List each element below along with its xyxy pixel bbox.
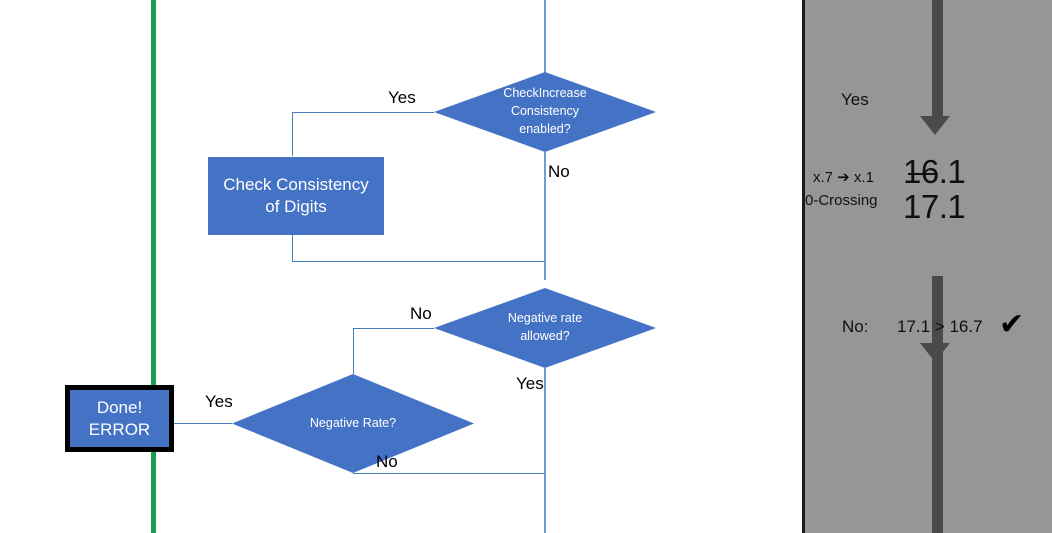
diamond-shape	[434, 288, 656, 368]
process-line-1: Check Consistency	[223, 175, 369, 195]
connector-negative-allowed-no-vertical	[353, 328, 354, 374]
diamond-shape	[434, 72, 656, 152]
edge-label-negative-allowed-no: No	[410, 304, 432, 323]
connector-negative-allowed-yes-spine	[544, 368, 546, 533]
edge-label-negative-rate-no: No	[376, 452, 398, 471]
panel-value-struck-text: 16.1	[903, 153, 966, 190]
connector-check-increase-yes-horizontal	[292, 112, 434, 113]
terminator-done-error[interactable]: Done! ERROR	[65, 385, 174, 452]
connector-top-spine	[544, 0, 546, 87]
connector-check-increase-yes-vertical	[292, 112, 293, 156]
connector-negative-rate-yes	[174, 423, 232, 424]
connector-negative-rate-no-vertical	[353, 462, 354, 474]
connector-negative-allowed-no-horizontal	[353, 328, 434, 329]
process-check-consistency-of-digits[interactable]: Check Consistency of Digits	[208, 157, 384, 235]
decision-negative-rate-allowed[interactable]: Negative rate allowed?	[434, 288, 656, 368]
check-icon: ✔	[999, 307, 1025, 342]
panel-value-struck: 16.1	[903, 153, 966, 191]
panel-value-current: 17.1	[903, 188, 966, 225]
connector-negative-rate-no-horizontal	[353, 473, 545, 474]
panel-annotation-x7-to-x1: x.7 ➔ x.1	[813, 169, 874, 186]
terminator-line-2: ERROR	[88, 419, 151, 439]
panel-result-prefix: No:	[842, 317, 869, 336]
panel-arrow-bottom-shaft	[932, 349, 943, 533]
edge-label-negative-rate-yes: Yes	[205, 392, 233, 411]
terminator-line-1: Done!	[96, 397, 143, 417]
edge-label-check-increase-no: No	[548, 162, 570, 181]
decision-check-increase-consistency[interactable]: CheckIncrease Consistency enabled?	[434, 72, 656, 152]
connector-check-increase-no-spine	[544, 152, 546, 280]
side-annotation-panel: Yes x.7 ➔ x.1 0-Crossing 16.1 17.1 No: 1…	[802, 0, 1052, 533]
decision-negative-rate[interactable]: Negative Rate?	[232, 374, 474, 473]
connector-box-bottom-horizontal	[292, 261, 545, 262]
green-vertical-divider	[151, 0, 156, 533]
panel-annotation-zero-crossing: 0-Crossing	[805, 192, 878, 209]
strikethrough-bar	[908, 172, 936, 175]
process-line-2: of Digits	[265, 197, 327, 216]
diamond-shape	[232, 374, 474, 473]
edge-label-negative-allowed-yes: Yes	[516, 374, 544, 393]
edge-label-check-increase-yes: Yes	[388, 88, 416, 107]
panel-yes-label: Yes	[841, 90, 869, 109]
panel-result-expression: 17.1 > 16.7	[897, 317, 983, 336]
connector-box-bottom-vertical	[292, 235, 293, 261]
